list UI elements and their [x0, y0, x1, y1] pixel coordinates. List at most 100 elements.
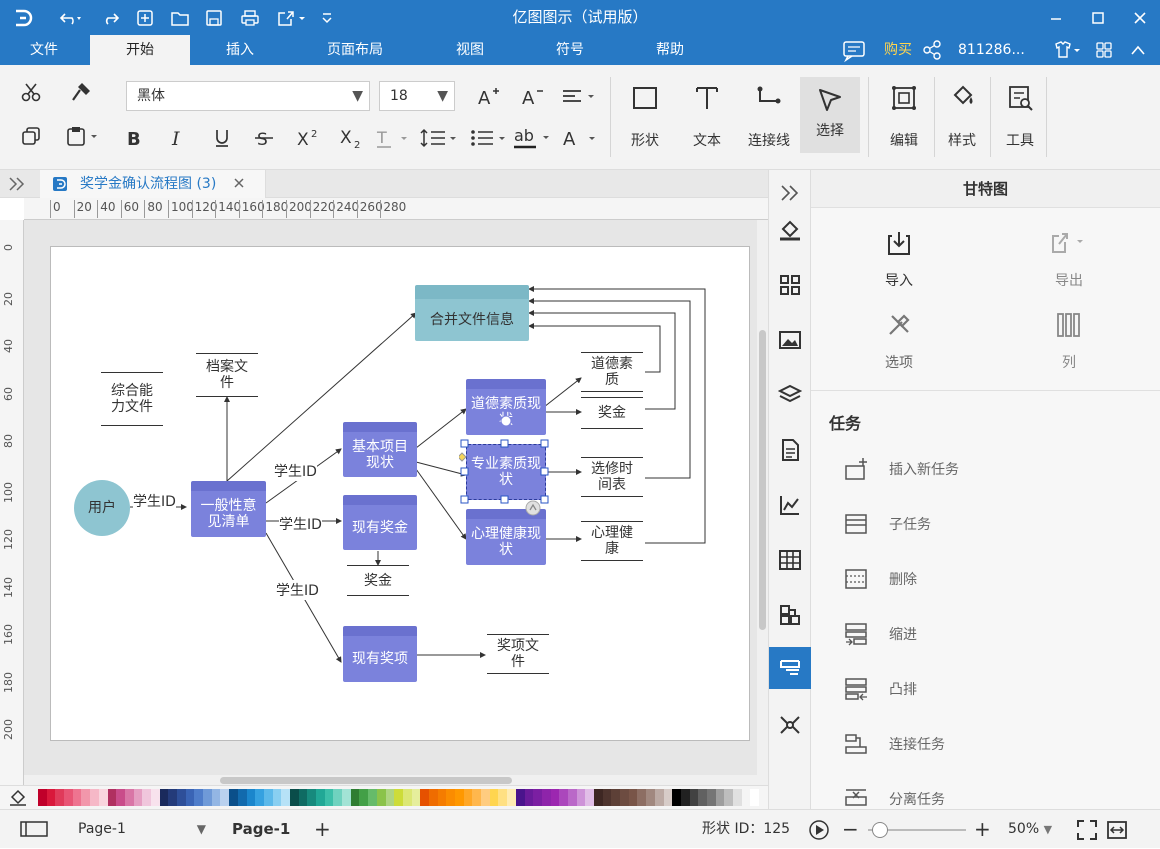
color-swatch[interactable] — [655, 789, 664, 806]
color-swatch[interactable] — [290, 789, 299, 806]
merge-file-node[interactable]: 合并文件信息 — [415, 285, 529, 341]
color-swatch[interactable] — [73, 789, 82, 806]
subscript-icon[interactable]: X2 — [335, 123, 367, 153]
color-swatch[interactable] — [351, 789, 360, 806]
selection-handles[interactable] — [459, 437, 559, 517]
color-swatch[interactable] — [238, 789, 247, 806]
align-icon[interactable] — [558, 81, 598, 111]
image-icon[interactable] — [769, 319, 811, 361]
close-tab-icon[interactable] — [232, 176, 246, 190]
fill-icon[interactable] — [769, 209, 811, 251]
color-swatch[interactable] — [533, 789, 542, 806]
insert-task-item[interactable]: 插入新任务 — [811, 443, 1160, 498]
horizontal-scrollbar[interactable] — [24, 775, 768, 785]
user-account[interactable]: 811286... ▾ — [958, 35, 1036, 65]
color-swatch[interactable] — [160, 789, 169, 806]
zoom-out-icon[interactable]: − — [842, 810, 859, 849]
increase-font-icon[interactable]: A — [474, 81, 502, 111]
select-button[interactable]: 选择 — [800, 77, 860, 153]
buy-link[interactable]: 购买 — [878, 35, 918, 65]
mental-status-node[interactable]: 心理健康现状 — [466, 509, 546, 565]
tab-insert[interactable]: 插入 — [190, 35, 290, 65]
current-award-node[interactable]: 现有奖金 — [343, 495, 417, 550]
fill-bucket-icon[interactable] — [8, 789, 28, 807]
expand-panel-icon[interactable] — [769, 172, 811, 214]
color-swatch[interactable] — [481, 789, 490, 806]
zoom-in-icon[interactable]: + — [974, 810, 991, 849]
subtask-item[interactable]: 子任务 — [811, 498, 1160, 553]
color-swatch[interactable] — [307, 789, 316, 806]
collapse-ribbon-icon[interactable] — [1130, 35, 1156, 65]
color-swatch[interactable] — [559, 789, 568, 806]
flow-label[interactable]: 学生ID — [274, 461, 317, 481]
link-task-item[interactable]: 连接任务 — [811, 718, 1160, 773]
page-tab[interactable]: Page-1 — [232, 810, 290, 849]
color-swatch[interactable] — [516, 789, 525, 806]
expand-library-icon[interactable] — [6, 174, 32, 194]
bold-icon[interactable]: B — [120, 123, 148, 153]
color-swatch[interactable] — [664, 789, 673, 806]
zoom-level[interactable]: 50% ▼ — [1008, 810, 1052, 849]
color-swatch[interactable] — [455, 789, 464, 806]
current-item-node[interactable]: 现有奖项 — [343, 626, 417, 682]
color-swatch[interactable] — [464, 789, 473, 806]
underline-icon[interactable] — [208, 123, 236, 153]
tab-symbol[interactable]: 符号 — [520, 35, 620, 65]
color-swatch[interactable] — [490, 789, 499, 806]
decrease-font-icon[interactable]: A — [518, 81, 546, 111]
color-swatch[interactable] — [186, 789, 195, 806]
award2-store[interactable]: 奖金 — [347, 565, 409, 596]
gantt-icon[interactable] — [769, 647, 811, 689]
indent-task-item[interactable]: 缩进 — [811, 608, 1160, 663]
color-swatch[interactable] — [420, 789, 429, 806]
color-swatch[interactable] — [299, 789, 308, 806]
close-icon[interactable] — [1126, 0, 1154, 35]
strikethrough-icon[interactable]: S — [250, 123, 278, 153]
text-case-icon[interactable]: T — [374, 123, 412, 153]
color-swatch[interactable] — [672, 789, 681, 806]
color-swatch[interactable] — [394, 789, 403, 806]
color-swatch[interactable] — [359, 789, 368, 806]
ability-file-store[interactable]: 综合能力文件 — [101, 372, 163, 426]
color-swatch[interactable] — [99, 789, 108, 806]
color-swatch[interactable] — [333, 789, 342, 806]
tab-view[interactable]: 视图 — [420, 35, 520, 65]
color-swatch[interactable] — [108, 789, 117, 806]
moral-store[interactable]: 道德素质 — [581, 352, 643, 392]
font-family-select[interactable]: 黑体▼ — [126, 81, 370, 111]
layout-grid-icon[interactable] — [769, 264, 811, 306]
canvas-area[interactable]: 用户 一般性意见清单 基本项目现状 现有奖金 现有奖项 道德素质现状 专业素质现… — [24, 220, 757, 775]
color-swatch[interactable] — [568, 789, 577, 806]
table-icon[interactable] — [769, 539, 811, 581]
tools-button[interactable]: 工具 — [990, 75, 1050, 155]
flow-label[interactable]: 学生ID — [276, 580, 319, 600]
edit-button[interactable]: 编辑 — [874, 75, 934, 155]
color-swatch[interactable] — [646, 789, 655, 806]
color-swatch[interactable] — [342, 789, 351, 806]
color-swatch[interactable] — [368, 789, 377, 806]
color-swatch[interactable] — [438, 789, 447, 806]
award-store[interactable]: 奖金 — [581, 397, 643, 429]
user-node[interactable]: 用户 — [74, 480, 130, 536]
color-swatch[interactable] — [151, 789, 160, 806]
color-swatch[interactable] — [724, 789, 733, 806]
skin-icon[interactable] — [1052, 35, 1092, 65]
fit-page-icon[interactable] — [1076, 819, 1098, 841]
color-swatch[interactable] — [38, 789, 47, 806]
color-swatch[interactable] — [750, 789, 759, 806]
rotate-handle-icon[interactable] — [525, 500, 541, 516]
color-swatch[interactable] — [507, 789, 516, 806]
color-swatch[interactable] — [377, 789, 386, 806]
cut-icon[interactable] — [16, 77, 46, 107]
tab-home[interactable]: 开始 — [90, 35, 190, 65]
color-swatch[interactable] — [403, 789, 412, 806]
connector-button[interactable]: 连接线 — [737, 75, 801, 155]
mindmap-icon[interactable] — [769, 704, 811, 746]
delete-task-item[interactable]: 删除 — [811, 553, 1160, 608]
color-swatch[interactable] — [742, 789, 751, 806]
basic-status-node[interactable]: 基本项目现状 — [343, 422, 417, 477]
course-schedule-store[interactable]: 选修时间表 — [581, 457, 643, 497]
style-button[interactable]: 样式 — [932, 75, 992, 155]
color-swatch[interactable] — [55, 789, 64, 806]
font-size-select[interactable]: 18▼ — [379, 81, 455, 111]
